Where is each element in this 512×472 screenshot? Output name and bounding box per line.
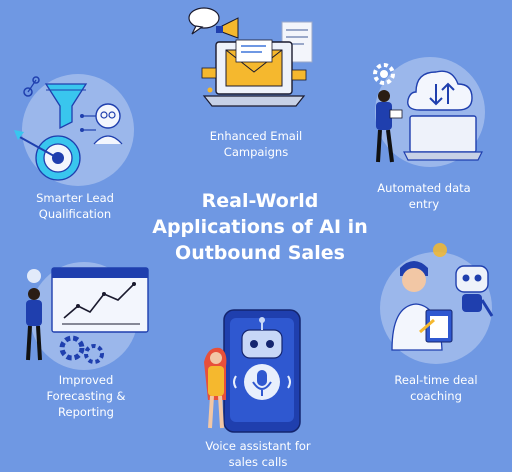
lead-funnel-icon <box>14 74 134 186</box>
title-line-2: Applications of AI in <box>152 216 368 238</box>
email-campaign-icon <box>188 7 313 107</box>
coaching-robot-icon <box>380 243 494 364</box>
title-line-3: Outbound Sales <box>175 242 345 264</box>
data-entry-icon <box>373 57 485 167</box>
voice-assistant-label: Voice assistant for sales calls <box>205 439 311 469</box>
forecast-chart-icon <box>26 262 149 370</box>
voice-assistant-icon <box>204 309 301 433</box>
title-line-1: Real-World <box>201 190 319 212</box>
infographic-title: Real-World Applications of AI in Outboun… <box>150 188 370 266</box>
forecasting-label: Improved Forecasting & Reporting <box>46 373 126 419</box>
data-entry-label: Automated data entry <box>377 181 471 211</box>
lead-qualification-label: Smarter Lead Qualification <box>36 191 114 221</box>
deal-coaching-label: Real-time deal coaching <box>394 373 478 403</box>
email-campaigns-label: Enhanced Email Campaigns <box>209 129 303 159</box>
